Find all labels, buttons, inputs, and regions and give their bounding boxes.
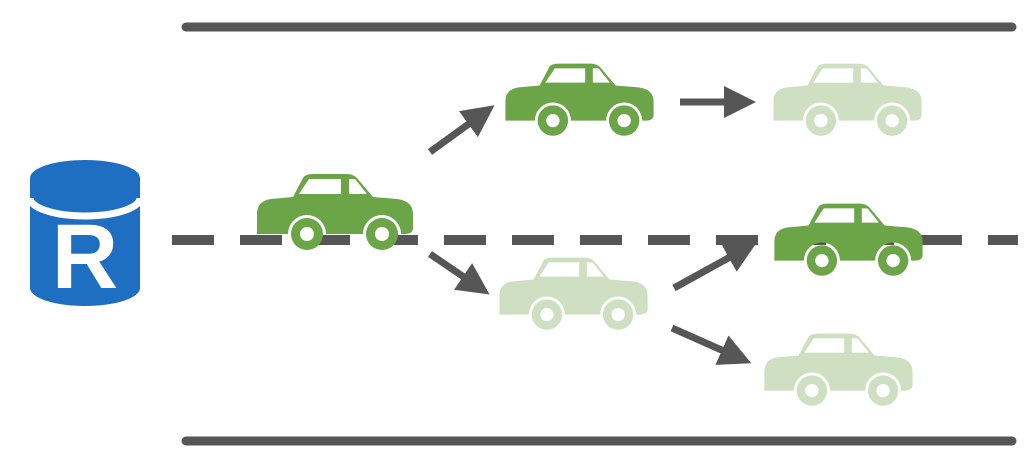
database-lid-separator: [26, 197, 144, 220]
database-icon: R: [26, 160, 144, 308]
database-label: R: [52, 206, 118, 308]
arrow-start-to-top: [427, 105, 495, 155]
arrow-middle-to-bottom: [670, 324, 752, 365]
arrow-start-to-middle: [428, 251, 490, 295]
arrow-middle-to-right: [672, 242, 758, 292]
arrows: [427, 85, 758, 365]
database-cylinder-lid: [30, 160, 140, 196]
car-top-solid: [505, 63, 654, 136]
car-middle-faded: [499, 257, 648, 330]
car-right-solid: [774, 203, 923, 276]
cars: [257, 63, 923, 406]
car-top-faded: [773, 63, 922, 136]
car-bottom-faded: [764, 333, 913, 406]
database-cylinder-body: [30, 178, 140, 306]
